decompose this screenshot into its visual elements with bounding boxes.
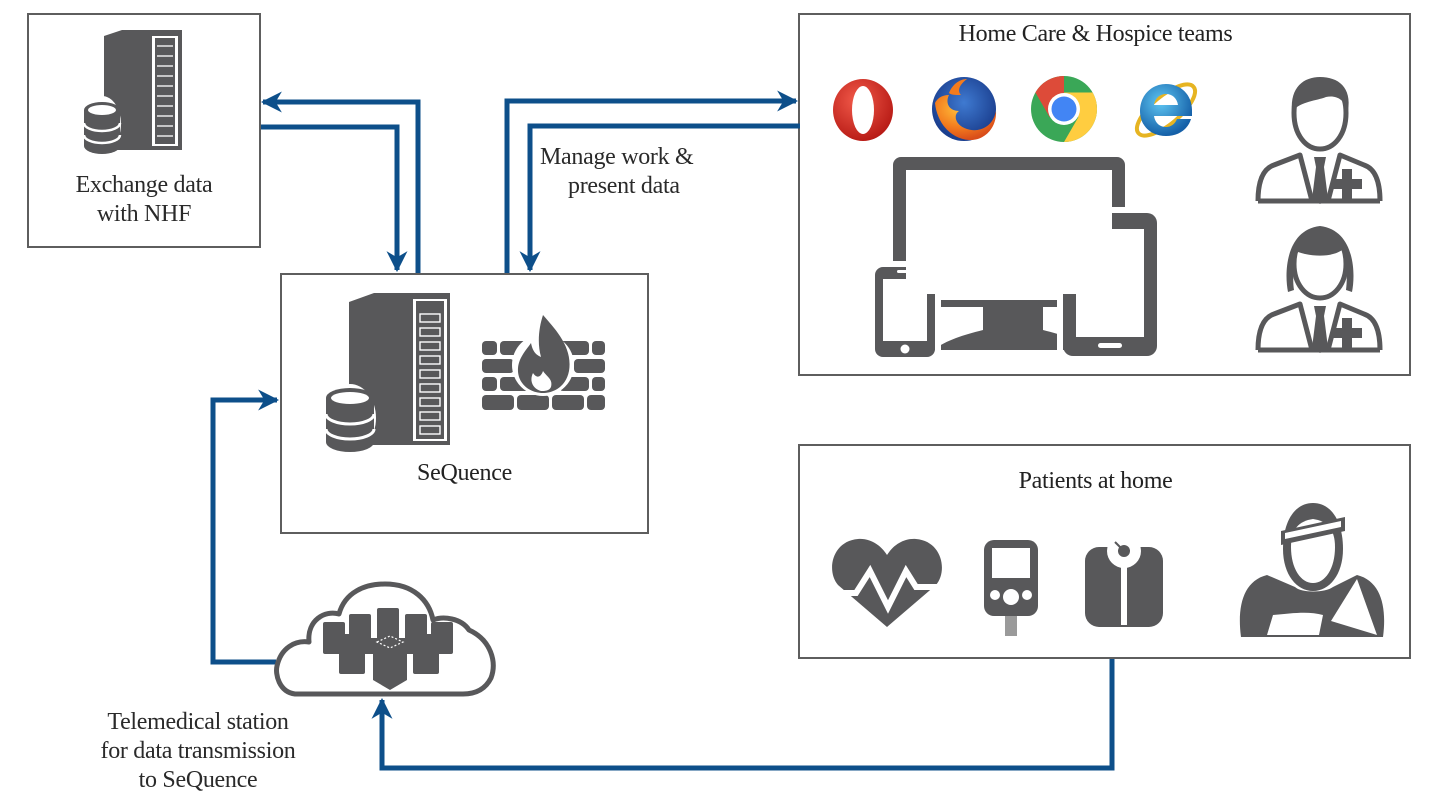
injured-patient-icon bbox=[1239, 503, 1385, 637]
heart-rate-icon bbox=[830, 538, 945, 627]
teams-title: Home Care & Hospice teams bbox=[958, 21, 1233, 47]
telemedical-label-line2: for data transmission bbox=[100, 738, 296, 764]
nhf-label-line1: Exchange data bbox=[75, 172, 213, 198]
firefox-icon bbox=[932, 77, 997, 141]
patients-title: Patients at home bbox=[1018, 468, 1173, 494]
chrome-icon bbox=[1031, 75, 1098, 142]
arrow-nhf-to-sequence bbox=[261, 124, 408, 273]
arrow-telemedical-to-sequence bbox=[210, 389, 280, 665]
opera-icon bbox=[833, 79, 893, 141]
scale-icon bbox=[1085, 534, 1163, 627]
nhf-label-line2: with NHF bbox=[96, 201, 192, 227]
server-database-icon bbox=[82, 30, 182, 154]
female-doctor-icon bbox=[1255, 226, 1383, 353]
telemedical-label-line3: to SeQuence bbox=[138, 767, 258, 793]
cloud-cluster-icon bbox=[274, 581, 496, 697]
manage-work-label: Manage work & present data bbox=[540, 143, 740, 201]
arrow-patients-to-telemedical bbox=[371, 659, 1115, 771]
arrow-sequence-to-teams bbox=[504, 90, 799, 273]
sequence-label: SeQuence bbox=[417, 460, 512, 486]
male-doctor-icon bbox=[1255, 77, 1383, 204]
manage-label-line1: Manage work & bbox=[540, 144, 694, 170]
internet-explorer-icon bbox=[1134, 82, 1198, 138]
arrow-sequence-to-nhf bbox=[260, 91, 421, 273]
arrow-teams-to-sequence bbox=[519, 123, 800, 273]
manage-label-line2: present data bbox=[568, 173, 680, 199]
multi-device-icon bbox=[873, 157, 1164, 359]
firewall-icon bbox=[482, 315, 605, 410]
server-database-icon bbox=[324, 293, 450, 452]
glucometer-icon bbox=[984, 540, 1038, 636]
telemedical-label: Telemedical station for data transmissio… bbox=[48, 708, 348, 795]
nhf-label: Exchange data with NHF bbox=[27, 171, 261, 229]
telemedical-label-line1: Telemedical station bbox=[107, 709, 289, 735]
